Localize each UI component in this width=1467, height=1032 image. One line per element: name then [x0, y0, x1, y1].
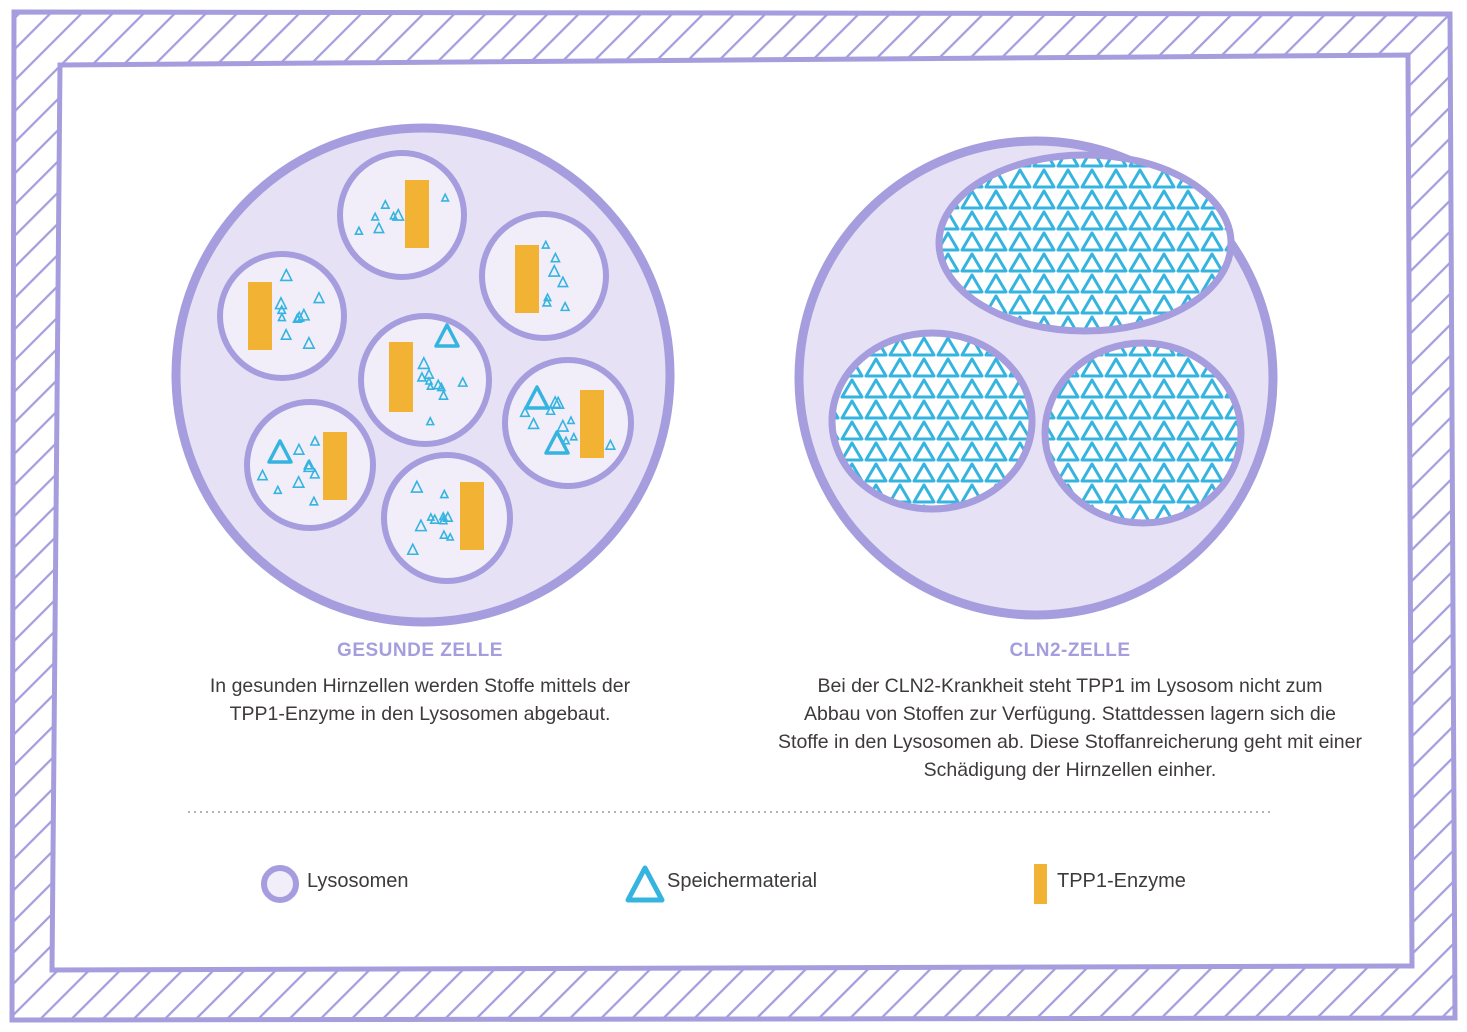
- storage-particle: [256, 468, 269, 481]
- storage-particle: [372, 221, 385, 234]
- storage-particle: [309, 435, 321, 446]
- healthy-cell-description-line: In gesunden Hirnzellen werden Stoffe mit…: [209, 675, 631, 697]
- enzyme-legend-icon: [1034, 864, 1047, 904]
- storage-particle: [302, 335, 316, 349]
- storage-material-legend-icon: [625, 865, 665, 903]
- storage-particle: [302, 458, 317, 473]
- storage-particle: [354, 225, 364, 236]
- storage-particle: [566, 415, 576, 425]
- storage-particle: [280, 327, 293, 340]
- storage-particle: [604, 438, 617, 450]
- cln2-cell-description-line: Abbau von Stoffen zur Verfügung. Stattde…: [804, 703, 1336, 725]
- tpp1-enzyme: [405, 180, 429, 248]
- cln2-cell-description-line: Schädigung der Hirnzellen einher.: [923, 759, 1217, 781]
- storage-material: [544, 430, 570, 455]
- storage-particle: [556, 418, 570, 432]
- storage-particle: [416, 371, 428, 382]
- storage-particle: [438, 511, 448, 521]
- tpp1-enzyme: [515, 245, 539, 313]
- storage-particle: [438, 514, 449, 525]
- storage-particle: [541, 296, 552, 307]
- storage-particle: [457, 376, 469, 387]
- storage-particle: [370, 211, 380, 221]
- storage-particle: [279, 267, 294, 282]
- storage-particle: [541, 239, 551, 249]
- storage-particle: [424, 376, 434, 385]
- cln2-cell-description-line: Stoffe in den Lysosomen ab. Diese Stoffa…: [778, 731, 1362, 753]
- storage-particle: [380, 198, 391, 210]
- storage-particle: [426, 512, 436, 521]
- storage-material: [267, 439, 293, 464]
- storage-particle: [292, 474, 306, 488]
- storage-particle: [389, 210, 398, 220]
- cln2-lysosome: [1041, 339, 1245, 527]
- tpp1-enzyme: [389, 342, 413, 412]
- storage-particle: [559, 300, 571, 312]
- cln2-cell-title: CLN2-ZELLE: [1009, 640, 1131, 661]
- storage-particle: [561, 435, 571, 445]
- storage-particle: [440, 192, 450, 202]
- storage-particle: [551, 395, 565, 410]
- storage-particle: [312, 291, 326, 304]
- storage-particle: [439, 488, 450, 499]
- lysosome: [381, 452, 513, 584]
- storage-particle: [410, 479, 424, 493]
- lysosome: [217, 251, 347, 381]
- healthy-cell-caption: GESUNDE ZELLE In gesunden Hirnzellen wer…: [150, 640, 690, 728]
- storage-particle: [273, 484, 283, 495]
- storage-particle: [406, 542, 420, 556]
- storage-material-legend-label: Speichermaterial: [667, 870, 818, 892]
- storage-particle: [274, 296, 288, 310]
- lysosome-legend-label: Lysosomen: [307, 870, 409, 892]
- tpp1-enzyme: [248, 282, 272, 350]
- cln2-cell-caption: CLN2-ZELLE Bei der CLN2-Krankheit steht …: [730, 640, 1410, 784]
- cln2-lysosome: [828, 329, 1036, 513]
- storage-particle: [519, 405, 531, 418]
- healthy-cell-title: GESUNDE ZELLE: [337, 640, 503, 661]
- storage-particle: [309, 467, 321, 479]
- storage-particle: [391, 207, 405, 221]
- enzyme-legend-label: TPP1-Enzyme: [1057, 870, 1186, 892]
- cln2-lysosome: [935, 151, 1235, 335]
- storage-particle: [439, 529, 449, 540]
- storage-material: [524, 385, 550, 410]
- storage-particle: [292, 442, 306, 455]
- storage-particle: [569, 431, 579, 441]
- storage-particle: [550, 251, 561, 263]
- lysosome-legend-icon: [261, 865, 299, 903]
- storage-particle: [445, 531, 455, 541]
- storage-particle: [545, 404, 556, 416]
- storage-particle: [436, 381, 447, 392]
- storage-particle: [297, 307, 311, 321]
- healthy-cell-description-line: TPP1-Enzyme in den Lysosomen abgebaut.: [229, 703, 611, 725]
- storage-particle: [417, 356, 431, 370]
- lysosome: [337, 150, 467, 280]
- healthy-lysosomes: [217, 150, 634, 584]
- storage-particle: [547, 263, 561, 277]
- tpp1-enzyme: [460, 482, 484, 550]
- storage-particle: [293, 310, 306, 323]
- cln2-cell-description-line: Bei der CLN2-Krankheit steht TPP1 im Lys…: [817, 675, 1323, 697]
- storage-material: [434, 323, 460, 348]
- storage-particle: [438, 389, 449, 400]
- storage-particle: [277, 311, 287, 322]
- storage-particle: [425, 415, 435, 426]
- storage-particle: [543, 292, 553, 302]
- frame-border: [9, 9, 1458, 1023]
- storage-particle: [423, 367, 435, 379]
- lysosome: [479, 211, 609, 341]
- storage-particle: [442, 510, 454, 522]
- storage-particle: [303, 459, 314, 470]
- storage-particle: [527, 416, 540, 430]
- tpp1-enzyme: [580, 390, 604, 458]
- tpp1-enzyme: [323, 432, 347, 500]
- storage-particle: [414, 518, 428, 532]
- storage-particle: [556, 275, 569, 288]
- storage-particle: [308, 495, 319, 506]
- storage-particle: [426, 381, 435, 391]
